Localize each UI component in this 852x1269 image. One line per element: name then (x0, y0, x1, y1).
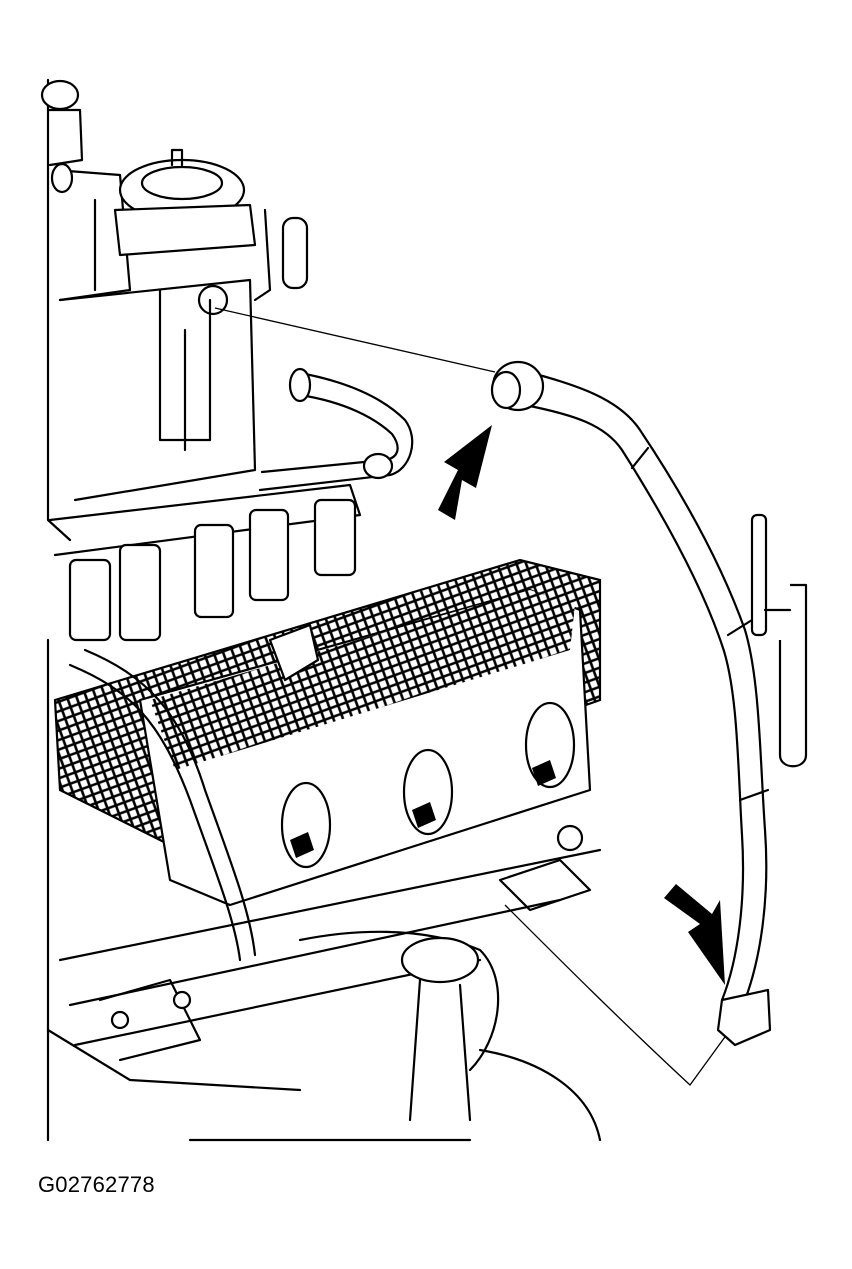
leader-lines (214, 307, 731, 1086)
fuel-injectors (48, 483, 362, 642)
crankcase-tube (490, 360, 808, 1047)
figure-id-caption: G02762778 (38, 1172, 155, 1197)
valve-cover (53, 558, 602, 907)
arrow-up-right-icon (438, 425, 492, 520)
vent-hose (68, 648, 257, 962)
intake-hose (258, 367, 414, 492)
throttle-body (40, 79, 309, 452)
arrow-down-right-icon (664, 884, 725, 985)
lower-engine (46, 824, 602, 1142)
